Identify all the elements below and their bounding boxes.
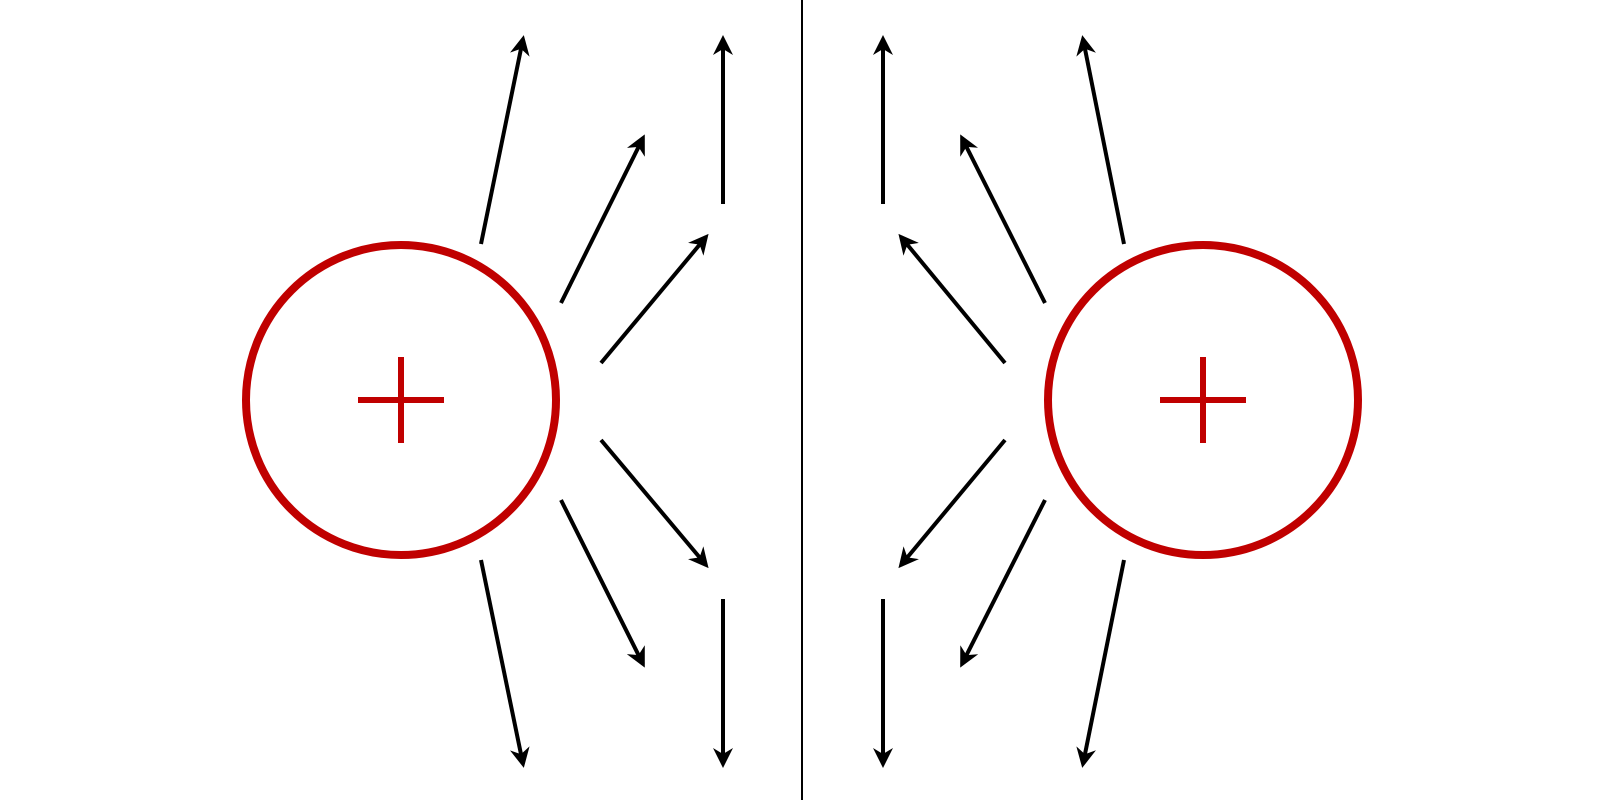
field-arrow: [599, 438, 709, 569]
right-plus-icon: [1160, 357, 1246, 443]
left-plus-icon: [358, 357, 444, 443]
left-field-arrows: [479, 35, 733, 768]
field-arrow: [599, 233, 709, 365]
right-field-arrows: [873, 35, 1126, 768]
right-charge: [1044, 241, 1362, 559]
field-arrow: [898, 438, 1007, 569]
left-charge: [242, 241, 560, 559]
field-arrow: [960, 134, 1047, 304]
field-arrow: [559, 134, 645, 304]
field-arrow: [479, 559, 530, 768]
field-arrow: [559, 499, 645, 668]
field-arrow: [960, 499, 1047, 668]
field-arrow: [898, 233, 1007, 365]
field-arrow: [1076, 35, 1126, 245]
field-arrow: [1076, 559, 1126, 768]
right-charge-circle: [1044, 241, 1362, 559]
left-charge-circle: [242, 241, 560, 559]
field-arrow: [479, 35, 530, 245]
